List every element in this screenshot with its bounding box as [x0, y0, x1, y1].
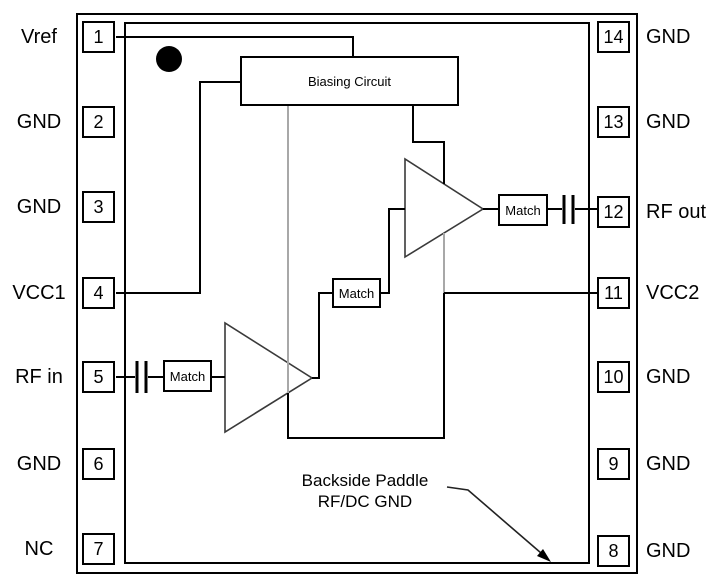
bias-to-amp2-wire	[412, 106, 445, 184]
pin-box-9: 9	[597, 448, 630, 480]
output-match-label: Match	[505, 202, 541, 218]
vref-wire	[116, 36, 354, 56]
pin-number-10: 10	[603, 367, 624, 387]
pin-number-3: 3	[93, 197, 104, 217]
pin-label-2: GND	[16, 111, 62, 133]
pin-number-13: 13	[603, 112, 624, 132]
pin-label-7: NC	[24, 538, 54, 560]
pin-number-1: 1	[93, 27, 104, 47]
pin-box-5: 5	[82, 361, 115, 393]
pin-label-9: GND	[646, 453, 691, 475]
pin-box-1: 1	[82, 21, 115, 53]
pin-box-11: 11	[597, 277, 630, 309]
pin-box-4: 4	[82, 277, 115, 309]
pin-box-12: 12	[597, 196, 630, 228]
pin-label-1: Vref	[21, 26, 57, 48]
pin-box-14: 14	[597, 21, 630, 53]
pin-number-9: 9	[608, 454, 619, 474]
pin-label-12: RF out	[646, 201, 707, 223]
pin-number-11: 11	[604, 283, 623, 303]
pin-label-10: GND	[646, 366, 691, 388]
pin-number-5: 5	[93, 367, 104, 387]
pin1-indicator-dot	[156, 46, 182, 72]
pin-number-4: 4	[93, 283, 104, 303]
output-match-block: Match	[498, 194, 548, 226]
pin-label-8: GND	[646, 540, 691, 562]
biasing-circuit-block: Biasing Circuit	[240, 56, 459, 106]
pin-number-12: 12	[603, 202, 624, 222]
pin-box-8: 8	[597, 535, 630, 567]
pin-number-8: 8	[608, 541, 619, 561]
pin-label-4: VCC1	[12, 282, 66, 304]
pin-box-10: 10	[597, 361, 630, 393]
interstage-match-to-amp2-wire	[381, 208, 405, 294]
pin-box-2: 2	[82, 106, 115, 138]
stage-supply-return-wire	[287, 293, 445, 439]
backside-paddle-note-line1: Backside Paddle	[301, 471, 429, 490]
interstage-match-block: Match	[332, 278, 381, 308]
pin-box-7: 7	[82, 533, 115, 565]
backside-paddle-note-line2: RF/DC GND	[317, 492, 413, 511]
pin-box-3: 3	[82, 191, 115, 223]
backside-paddle-leader-line	[446, 486, 542, 554]
pin-box-6: 6	[82, 448, 115, 480]
biasing-circuit-label: Biasing Circuit	[307, 73, 392, 89]
pin-label-13: GND	[646, 111, 691, 133]
pin-label-6: GND	[16, 453, 62, 475]
pin-number-7: 7	[93, 539, 104, 559]
amplifier-stage1-icon	[224, 321, 314, 434]
pin-label-5: RF in	[15, 366, 63, 388]
backside-paddle-note: Backside Paddle RF/DC GND	[270, 470, 460, 512]
pin-number-14: 14	[603, 27, 624, 47]
vcc1-wire	[116, 81, 240, 294]
pin-box-13: 13	[597, 106, 630, 138]
pin-number-2: 2	[93, 112, 104, 132]
package-outline	[76, 13, 638, 574]
amp1-to-interstage-match-wire	[312, 292, 332, 379]
input-match-label: Match	[169, 368, 206, 384]
backside-paddle-arrowhead-icon	[537, 549, 551, 562]
interstage-match-label: Match	[338, 285, 375, 301]
pin-label-11: VCC2	[646, 282, 700, 304]
pin-label-3: GND	[16, 196, 62, 218]
pin-label-14: GND	[646, 26, 691, 48]
pin-number-6: 6	[93, 454, 104, 474]
input-match-block: Match	[163, 360, 212, 392]
